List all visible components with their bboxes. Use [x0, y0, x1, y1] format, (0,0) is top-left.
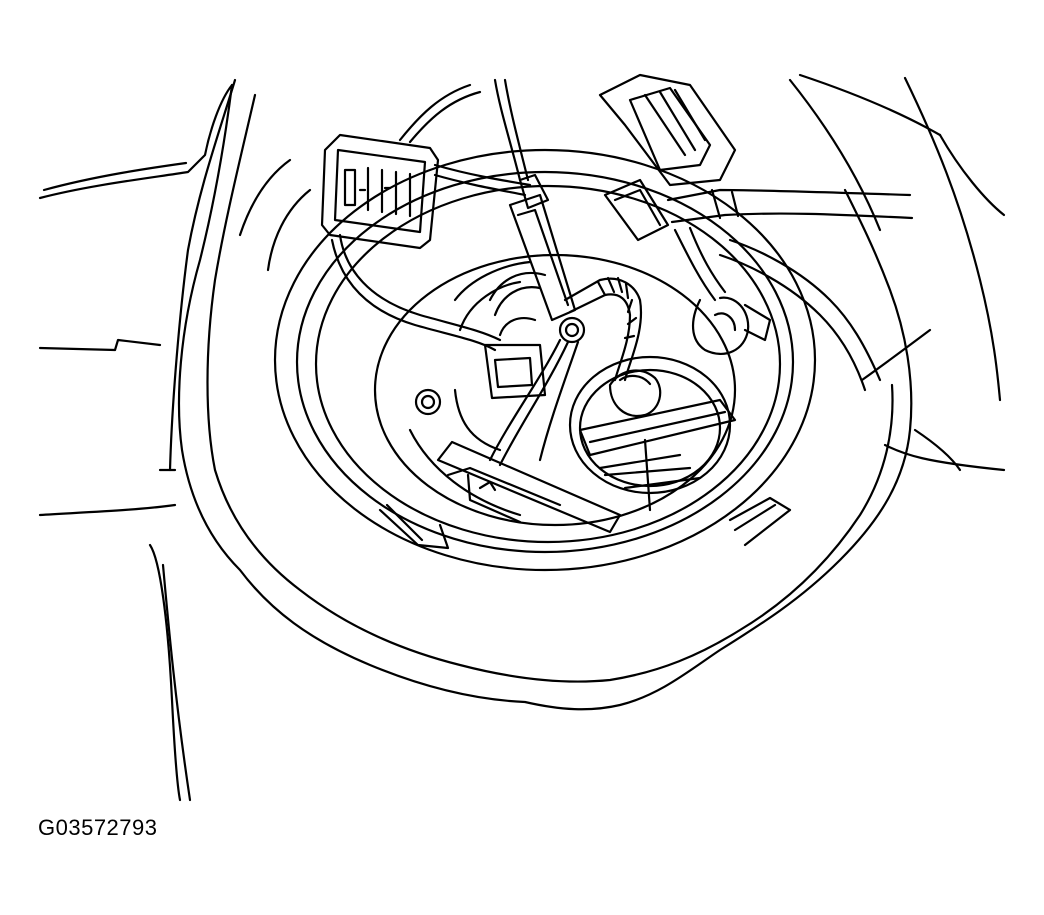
pump-flange [375, 255, 735, 525]
vent-line-right [720, 240, 880, 390]
harness-connector-right [600, 75, 735, 240]
harness-connector-left [322, 135, 438, 248]
lock-ring [275, 150, 815, 570]
wire-harness-left [332, 80, 530, 350]
figure-id-label: G03572793 [38, 815, 158, 840]
center-wire-loom [490, 175, 641, 465]
pump-electrical-connector [485, 273, 545, 398]
fuel-hose [668, 190, 912, 354]
pump-outlet [570, 357, 730, 493]
floor-panel-outlines [40, 75, 1004, 800]
tank-opening [179, 85, 911, 709]
retaining-strap [438, 400, 735, 532]
